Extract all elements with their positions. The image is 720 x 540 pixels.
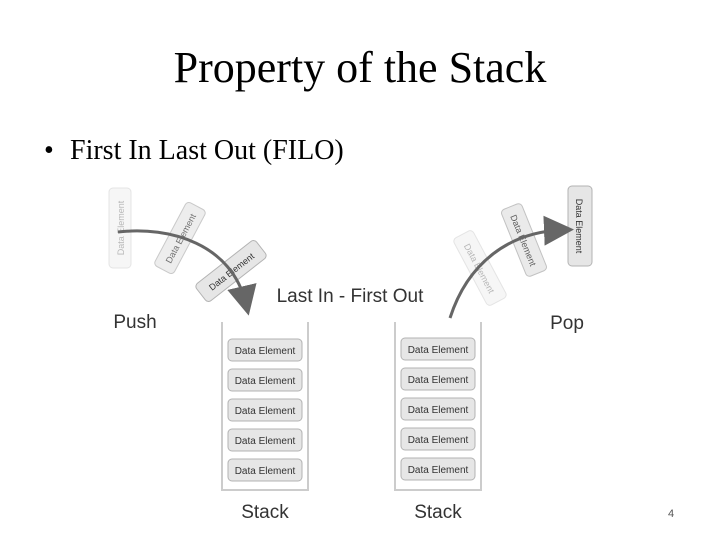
right-stack-element-label: Data Element bbox=[408, 345, 469, 356]
left-stack-container bbox=[221, 322, 309, 491]
right-stack-element: Data Element bbox=[400, 397, 476, 421]
left-stack-element: Data Element bbox=[227, 398, 303, 422]
slide-title: Property of the Stack bbox=[173, 43, 547, 92]
left-stack-element-label: Data Element bbox=[235, 346, 296, 357]
right-stack-element: Data Element bbox=[400, 367, 476, 391]
bullet-text: First In Last Out (FILO) bbox=[70, 135, 344, 166]
left-stack-element-label: Data Element bbox=[235, 376, 296, 387]
left-stack-items: Data Element Data Element Data Element D… bbox=[227, 338, 303, 482]
left-stack-element: Data Element bbox=[227, 458, 303, 482]
push-element-faded: Data Element bbox=[108, 187, 132, 269]
diagram-heading: Last In - First Out bbox=[277, 286, 424, 307]
pop-arrow bbox=[448, 215, 574, 319]
left-stack-element-label: Data Element bbox=[235, 466, 296, 477]
right-stack-element-label: Data Element bbox=[408, 465, 469, 476]
push-arrow bbox=[117, 229, 257, 316]
pop-label: Pop bbox=[550, 313, 584, 334]
right-stack-element: Data Element bbox=[400, 457, 476, 481]
right-stack-element-label: Data Element bbox=[408, 435, 469, 446]
pop-element-active: Data Element bbox=[567, 185, 593, 267]
left-stack-element-label: Data Element bbox=[235, 406, 296, 417]
right-stack-element: Data Element bbox=[400, 427, 476, 451]
bullet-item: • First In Last Out (FILO) bbox=[44, 133, 344, 169]
right-stack-items: Data Element Data Element Data Element D… bbox=[400, 337, 476, 481]
right-stack-label: Stack bbox=[414, 502, 462, 523]
left-stack-element: Data Element bbox=[227, 338, 303, 362]
right-stack-element-label: Data Element bbox=[408, 405, 469, 416]
left-stack-element-label: Data Element bbox=[235, 436, 296, 447]
right-stack-container bbox=[394, 322, 482, 491]
push-element-faded-label: Data Element bbox=[116, 200, 126, 255]
pop-element-active-label: Data Element bbox=[574, 199, 584, 254]
left-stack-label: Stack bbox=[241, 502, 289, 523]
right-stack-element-label: Data Element bbox=[408, 375, 469, 386]
push-label: Push bbox=[113, 312, 156, 333]
bullet-marker: • bbox=[44, 135, 54, 166]
left-stack-element: Data Element bbox=[227, 428, 303, 452]
right-stack-element: Data Element bbox=[400, 337, 476, 361]
left-stack-element: Data Element bbox=[227, 368, 303, 392]
pop-element-mid: Data Element bbox=[501, 203, 547, 277]
page-number: 4 bbox=[668, 508, 675, 520]
